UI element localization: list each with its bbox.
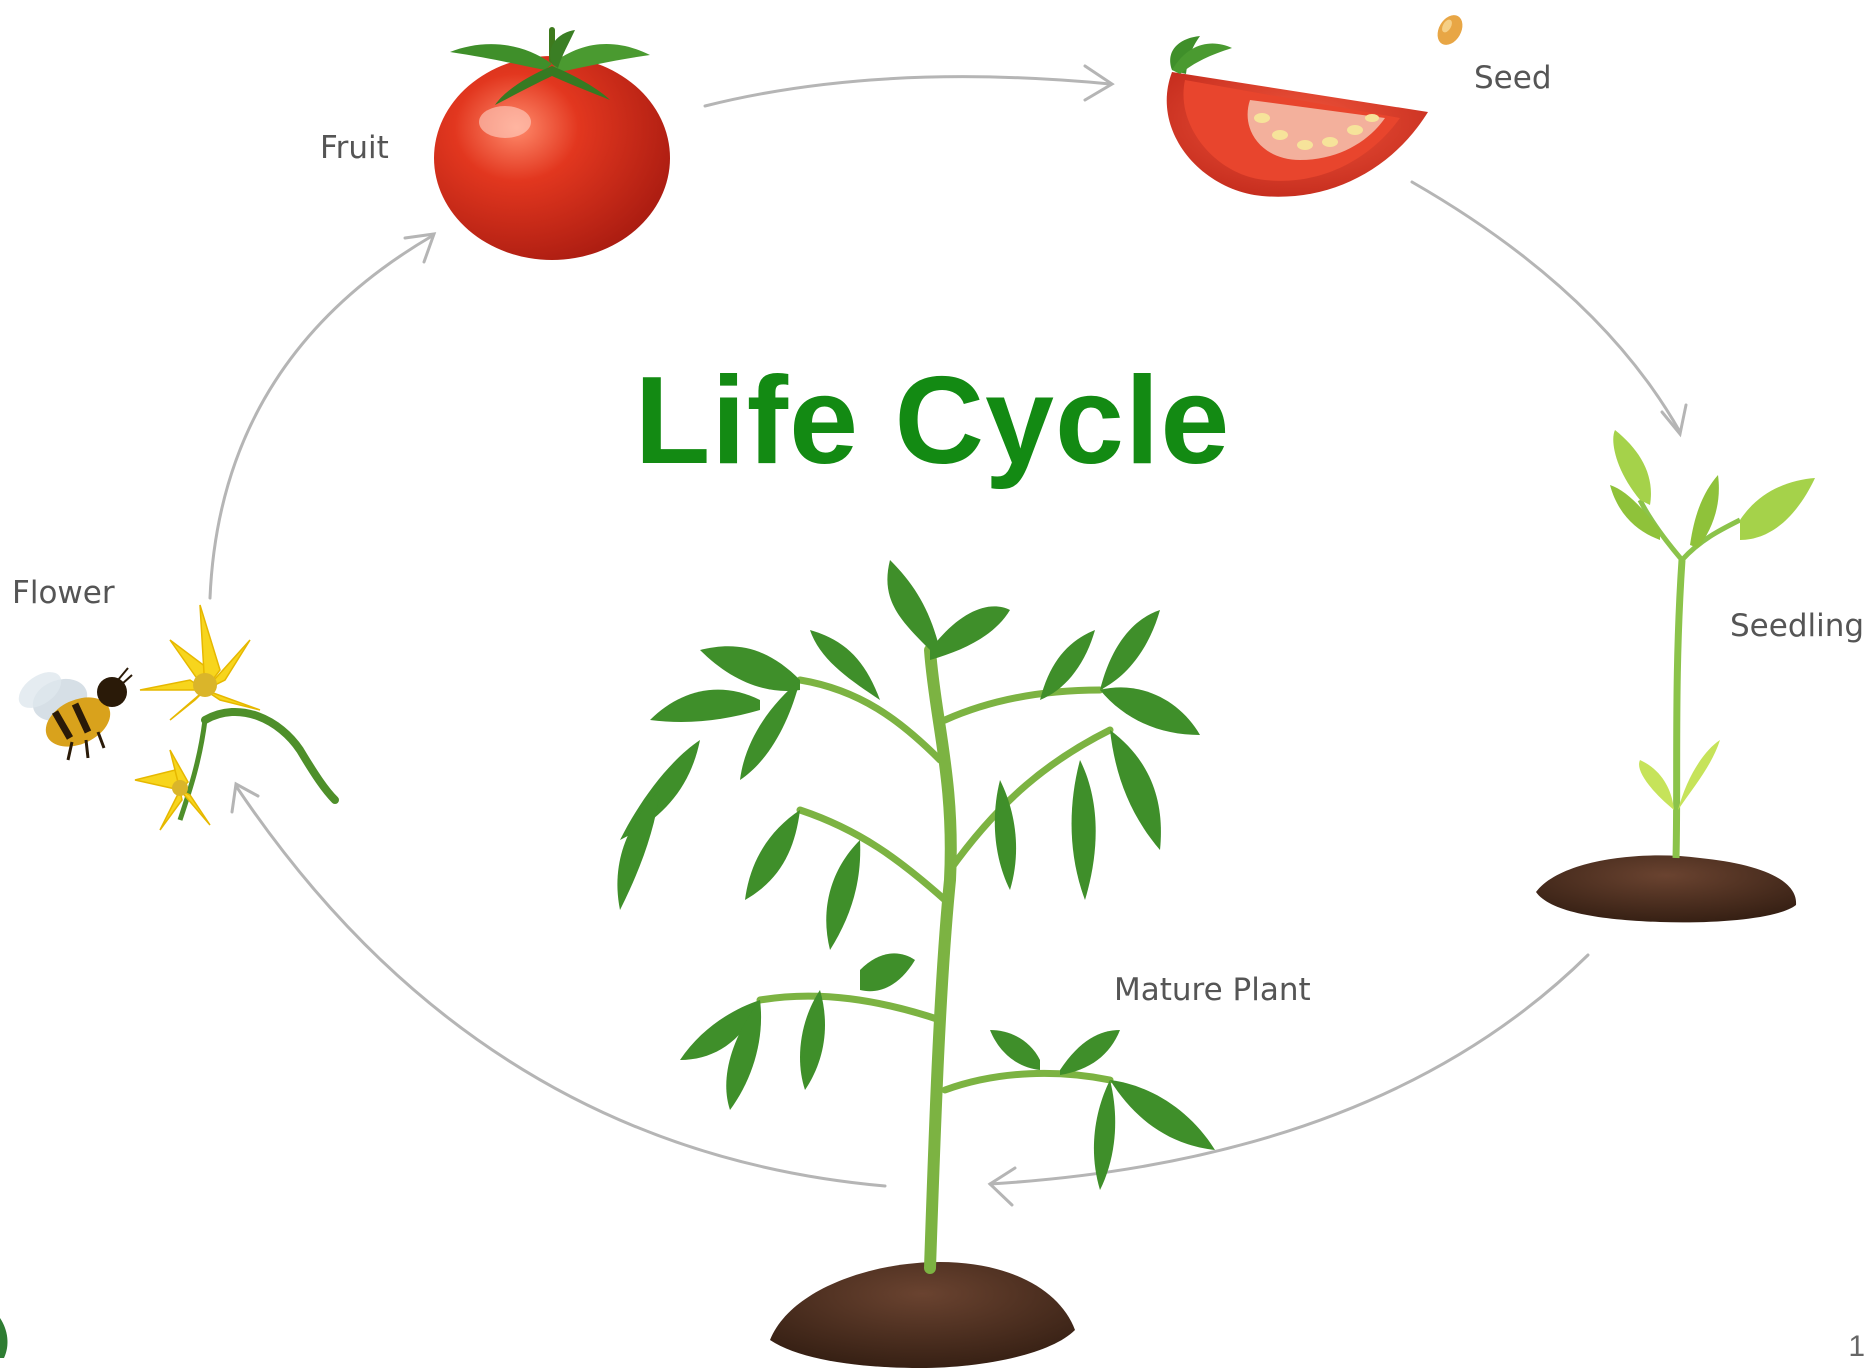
page-number: 1	[1848, 1330, 1865, 1364]
corner-logo-icon	[0, 1318, 7, 1358]
tomato-slice-icon	[1167, 36, 1428, 197]
stage-label-seedling: Seedling	[1730, 608, 1864, 644]
stage-label-mature-plant: Mature Plant	[1114, 972, 1311, 1008]
stage-label-seed: Seed	[1474, 60, 1552, 96]
diagram-title: Life Cycle	[0, 350, 1865, 492]
seedling-icon	[1536, 430, 1815, 922]
mature-plant-icon	[617, 560, 1215, 1368]
stage-label-flower: Flower	[12, 575, 115, 611]
stage-label-fruit: Fruit	[320, 130, 389, 166]
tomato-fruit-icon	[434, 30, 670, 260]
seed-icon	[1432, 11, 1467, 50]
arrow-fruit-to-seed	[705, 77, 1110, 106]
bee-icon	[12, 665, 132, 760]
arrow-icon	[990, 1168, 1015, 1205]
